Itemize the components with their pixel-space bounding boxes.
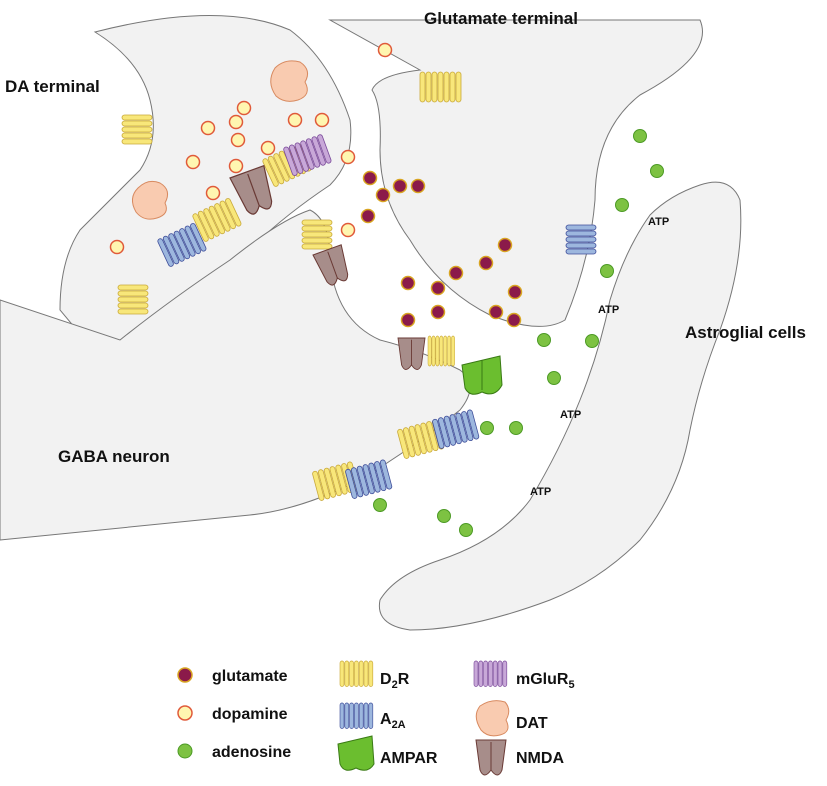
glutamate-terminal-label: Glutamate terminal — [424, 9, 578, 28]
legend-dopamine-label: dopamine — [212, 706, 288, 723]
adenosine-molecules — [373, 129, 664, 537]
legend-glutamate-label: glutamate — [212, 668, 288, 685]
legend-adenosine-swatch — [177, 743, 193, 759]
ampar-receptor — [461, 355, 503, 395]
legend-dat-swatch — [475, 700, 510, 737]
legend-nmda-label: NMDA — [516, 750, 564, 767]
atp-label-2: ATP — [598, 304, 619, 316]
dopamine-molecules — [109, 42, 393, 255]
legend-mglur5-swatch — [473, 660, 508, 687]
glutamate-molecules — [360, 170, 523, 328]
da-terminal-label: DA terminal — [5, 77, 100, 96]
atp-label-1: ATP — [648, 216, 669, 228]
atp-label-3: ATP — [560, 409, 581, 421]
dat-transporters — [132, 60, 309, 220]
legend-nmda-swatch — [475, 739, 507, 776]
legend: glutamate dopamine adenosine D2R A2A AMP… — [177, 660, 575, 776]
legend-dopamine-swatch — [177, 705, 193, 721]
legend-a2a-label: A2A — [380, 711, 406, 731]
legend-adenosine-label: adenosine — [212, 744, 291, 761]
legend-d2r-swatch — [339, 660, 374, 687]
legend-dat-label: DAT — [516, 715, 548, 732]
legend-mglur5-label: mGluR5 — [516, 671, 575, 691]
legend-ampar-label: AMPAR — [380, 750, 438, 767]
legend-ampar-swatch — [337, 735, 375, 771]
gaba-neuron-label: GABA neuron — [58, 447, 170, 466]
legend-d2r-label: D2R — [380, 671, 410, 691]
astroglial-membrane — [378, 181, 742, 631]
legend-glutamate-swatch — [177, 667, 193, 683]
legend-a2a-swatch — [339, 702, 374, 729]
atp-label-4: ATP — [530, 486, 551, 498]
astroglial-label: Astroglial cells — [685, 323, 806, 342]
